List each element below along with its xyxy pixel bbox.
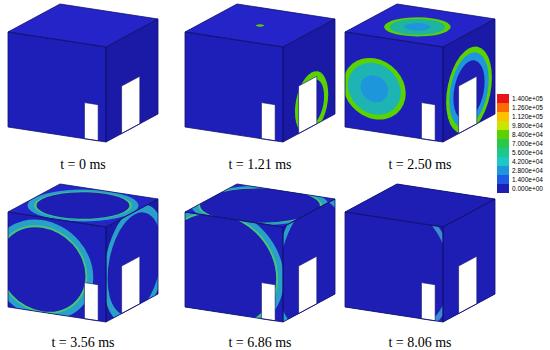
colorbar-value: 9.800e+04: [512, 121, 543, 130]
wall-edge: [345, 212, 443, 322]
wall-edge: [185, 4, 335, 47]
pressure-ring: [345, 212, 443, 322]
time-label: t = 8.06 ms: [388, 336, 451, 350]
colorbar-value: 8.400e+04: [512, 130, 543, 139]
wall-edge: [283, 199, 335, 322]
wall-face: [185, 32, 283, 142]
pressure-ring: [446, 36, 492, 142]
wall-edge: [443, 19, 495, 142]
wall-edge: [185, 184, 335, 227]
face-contours: [343, 54, 406, 124]
face-contours: [103, 190, 165, 338]
building-model: [343, 4, 495, 144]
colorbar-swatch: [497, 166, 509, 175]
door-opening: [261, 283, 275, 321]
colorbar-value: 5.600e+04: [512, 148, 543, 157]
pressure-ring: [283, 199, 335, 322]
building-model: [294, 153, 540, 350]
time-label: t = 6.86 ms: [228, 336, 291, 350]
colorbar-swatch: [497, 148, 509, 157]
building-model: [8, 4, 158, 142]
wall-edge: [8, 184, 158, 227]
building-model: [155, 175, 353, 350]
pressure-ring: [345, 212, 443, 322]
time-label: t = 1.21 ms: [228, 158, 291, 172]
pressure-ring: [443, 199, 495, 322]
pressure-ring: [185, 212, 283, 322]
time-label: t = 2.50 ms: [388, 158, 451, 172]
wall-face: [345, 32, 443, 142]
colorbar-value: 4.200e+04: [512, 157, 543, 166]
colorbar-value: 7.000e+04: [512, 139, 543, 148]
face-contours: [155, 197, 284, 342]
wall-edge: [106, 199, 158, 322]
colorbar-value: 1.120e+05: [512, 112, 543, 121]
colorbar-swatch: [497, 139, 509, 148]
colorbar-value: 1.260e+05: [512, 103, 543, 112]
wall-edge: [106, 19, 158, 142]
pressure-ring: [255, 24, 266, 27]
pressure-ring: [361, 73, 388, 104]
pressure-ring: [108, 200, 158, 322]
colorbar-swatch: [497, 112, 509, 121]
pressure-ring: [345, 54, 406, 124]
wall-face: [8, 32, 106, 142]
pressure-ring: [8, 212, 93, 322]
wall-edge: [8, 4, 158, 47]
pressure-ring: [449, 43, 489, 136]
pressure-ring: [8, 219, 87, 320]
pressure-ring: [348, 59, 401, 118]
wall-edge: [8, 212, 106, 322]
pressure-ring: [295, 63, 328, 142]
wall-edge: [185, 212, 283, 322]
door-opening: [84, 283, 98, 321]
wall-edge: [443, 199, 495, 322]
pressure-ring: [399, 22, 435, 32]
wall-edge: [8, 32, 106, 142]
pressure-ring: [443, 199, 495, 322]
door-opening: [261, 103, 275, 141]
building-model: [185, 4, 335, 142]
time-label: t = 3.56 ms: [51, 336, 114, 350]
wall-edge: [345, 32, 443, 142]
face-contours: [295, 63, 328, 142]
pressure-ring: [8, 221, 85, 318]
pressure-ring: [372, 14, 462, 40]
time-label: t = 0 ms: [60, 158, 106, 172]
wall-face: [106, 19, 158, 142]
face-contours: [0, 212, 93, 326]
face-contours: [294, 174, 455, 350]
pressure-ring: [283, 199, 335, 322]
colorbar-value: 1.400e+04: [512, 175, 543, 184]
colorbar-swatch: [497, 121, 509, 130]
wall-edge: [185, 32, 283, 142]
colorbar-value: 2.800e+04: [512, 166, 543, 175]
pressure-ring: [380, 16, 455, 38]
face-contours: [255, 24, 266, 27]
pressure-ring: [106, 199, 158, 322]
face-contours: [274, 175, 349, 350]
colorbar-swatch: [497, 157, 509, 166]
colorbar-value: 0.000e+00: [512, 184, 543, 193]
wall-edge: [345, 4, 495, 47]
door-opening: [84, 103, 98, 141]
colorbar-swatch: [497, 94, 509, 103]
wall-face: [283, 19, 335, 142]
colorbar-swatch: [497, 175, 509, 184]
door-opening: [421, 103, 435, 141]
door-opening: [421, 283, 435, 321]
colorbar-swatch: [497, 103, 509, 112]
wall-edge: [345, 184, 495, 227]
colorbar-swatch: [497, 130, 509, 139]
colorbar-value: 1.400e+05: [512, 94, 543, 103]
wall-edge: [283, 19, 335, 142]
colorbar-swatch: [497, 184, 509, 193]
pressure-ring: [185, 212, 276, 322]
face-contours: [372, 14, 462, 40]
pressure-ring: [185, 212, 278, 322]
face-contours: [430, 153, 518, 350]
building-model: [0, 184, 166, 338]
